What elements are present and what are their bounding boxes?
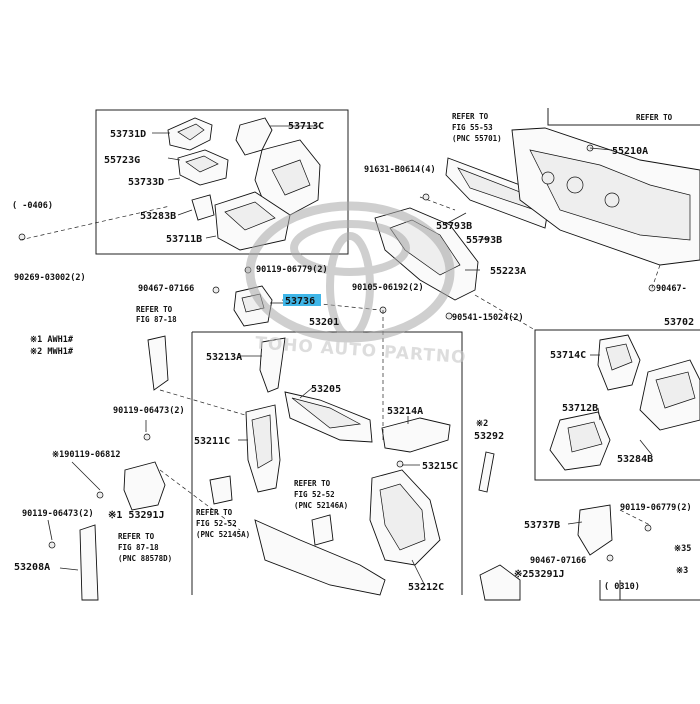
label-90119-06473-a[interactable]: 90119-06473(2) xyxy=(113,406,185,416)
label-90467-right[interactable]: 90467- xyxy=(656,284,687,294)
cowl-panels xyxy=(445,127,700,266)
ref-d-line1: REFER TO xyxy=(118,532,155,541)
label-53292-mark: ※2 xyxy=(476,419,488,429)
label-date-range-0310: ( 0310) xyxy=(604,582,640,592)
ref-b-line1: REFER TO xyxy=(294,479,331,488)
ref-b-line3: (PNC 52146A) xyxy=(294,501,348,510)
right-apron-parts xyxy=(549,334,700,556)
label-55223A[interactable]: 55223A xyxy=(490,266,526,277)
ref-c-line1: REFER TO xyxy=(196,508,233,517)
ref-e-line3: (PNC 55701) xyxy=(452,134,502,143)
highlight-53736 xyxy=(283,294,321,306)
label-90105-06192[interactable]: 90105-06192(2) xyxy=(352,283,424,293)
legend-mwh1: ※2 MWH1# xyxy=(30,347,74,357)
center-subassembly-box xyxy=(192,331,463,595)
label-mark-3: ※3 xyxy=(676,566,688,576)
label-55793B-a[interactable]: 55793B xyxy=(436,221,472,232)
label-53731D[interactable]: 53731D xyxy=(110,129,146,140)
ref-f[interactable]: REFER TO xyxy=(636,113,673,122)
ref-d-line3: (PNC 88578D) xyxy=(118,554,172,563)
label-53208A[interactable]: 53208A xyxy=(14,562,50,573)
label-90119-06779-b[interactable]: 90119-06779(2) xyxy=(620,503,692,513)
label-90269-03002[interactable]: 90269-03002(2) xyxy=(14,273,86,283)
ref-a-line2[interactable]: FIG 87-18 xyxy=(136,315,177,324)
label-date-range-0406: ( -0406) xyxy=(12,201,53,211)
label-53212C[interactable]: 53212C xyxy=(408,582,444,593)
label-53712B[interactable]: 53712B xyxy=(562,403,598,414)
label-53215C[interactable]: 53215C xyxy=(422,461,458,472)
label-53291J[interactable]: ※1 53291J xyxy=(108,510,165,521)
label-53205[interactable]: 53205 xyxy=(311,384,341,395)
label-53292[interactable]: 53292 xyxy=(474,431,504,442)
label-53733D[interactable]: 53733D xyxy=(128,177,164,188)
ref-c-line3: (PNC 52145A) xyxy=(196,530,250,539)
label-90119-06812[interactable]: ※190119-06812 xyxy=(52,450,121,460)
label-53201[interactable]: 53201 xyxy=(309,317,339,328)
label-90119-06779-a[interactable]: 90119-06779(2) xyxy=(256,265,328,275)
radiator-support-parts xyxy=(79,335,521,601)
label-90119-06473-b[interactable]: 90119-06473(2) xyxy=(22,509,94,519)
ref-d-line2[interactable]: FIG 87-18 xyxy=(118,543,159,552)
legend-awh1: ※1 AWH1# xyxy=(30,335,74,345)
label-53211C[interactable]: 53211C xyxy=(194,436,230,447)
label-53737B[interactable]: 53737B xyxy=(524,520,560,531)
label-55723G[interactable]: 55723G xyxy=(104,155,140,166)
toyota-emblem-watermark xyxy=(245,201,455,343)
right-subassembly-box xyxy=(534,329,700,481)
ref-b-line2[interactable]: FIG 52-52 xyxy=(294,490,335,499)
label-55210A[interactable]: 55210A xyxy=(612,146,648,157)
top-right-ref-box xyxy=(547,108,700,126)
label-53736-highlighted[interactable]: 53736 xyxy=(285,296,315,307)
label-53291J-2[interactable]: ※253291J xyxy=(514,569,565,580)
label-53702[interactable]: 53702 xyxy=(664,317,694,328)
label-53283B[interactable]: 53283B xyxy=(140,211,176,222)
apron-upper-parts xyxy=(167,117,321,251)
part-labels: 53731D 53713C 55723G 53733D 53283B 53711… xyxy=(12,112,694,593)
rod-53292 xyxy=(478,451,495,493)
upper-left-subassembly-box xyxy=(95,109,349,255)
ref-e-line2[interactable]: FIG 55-53 xyxy=(452,123,493,132)
label-53711B[interactable]: 53711B xyxy=(166,234,202,245)
ref-a-line1: REFER TO xyxy=(136,305,173,314)
label-mark-35: ※35 xyxy=(674,544,691,554)
ref-c-line2[interactable]: FIG 52-52 xyxy=(196,519,237,528)
label-53713C[interactable]: 53713C xyxy=(288,121,324,132)
label-91631-B0614[interactable]: 91631-B0614(4) xyxy=(364,165,436,175)
label-53213A[interactable]: 53213A xyxy=(206,352,242,363)
label-53284B[interactable]: 53284B xyxy=(617,454,653,465)
label-90467-07166-c[interactable]: 90467-07166 xyxy=(530,556,586,566)
label-90467-07166-a[interactable]: 90467-07166 xyxy=(138,284,194,294)
label-53214A[interactable]: 53214A xyxy=(387,406,423,417)
label-53714C[interactable]: 53714C xyxy=(550,350,586,361)
ref-e-line1: REFER TO xyxy=(452,112,489,121)
label-90541-15024[interactable]: 90541-15024(2) xyxy=(452,313,524,323)
label-55793B-b[interactable]: 55793B xyxy=(466,235,502,246)
